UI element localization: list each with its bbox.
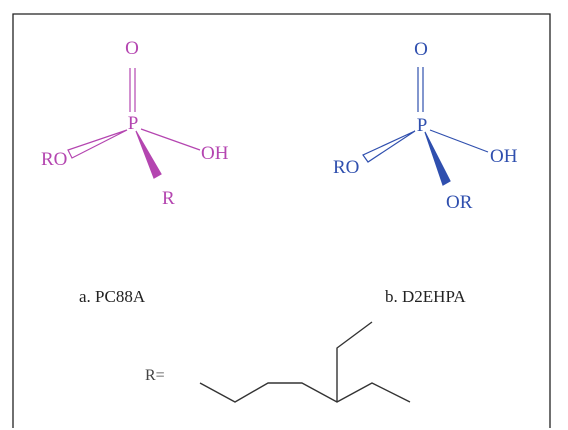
pc88a-alkyl-label: R — [162, 188, 175, 209]
pc88a-wedge-bond-r — [135, 130, 162, 179]
pc88a-oxygen-label: O — [125, 38, 139, 59]
d2ehpa-alkoxy-label: RO — [333, 157, 359, 178]
pc88a-atom-labels: O P RO OH R — [41, 38, 229, 209]
d2ehpa-hydroxyl-label: OH — [490, 146, 518, 167]
d2ehpa-bond-oh — [429, 129, 489, 153]
d2ehpa-structure — [362, 67, 489, 186]
d2ehpa-alkoxy2-label: OR — [446, 192, 473, 213]
d2ehpa-oxygen-label: O — [414, 39, 428, 60]
pc88a-hydroxyl-label: OH — [201, 143, 229, 164]
pc88a-structure — [67, 68, 201, 179]
pc88a-caption: a. PC88A — [79, 287, 146, 306]
d2ehpa-caption: b. D2EHPA — [385, 287, 466, 306]
r-group-ethyl-branch — [336, 321, 373, 402]
d2ehpa-wedge-bond-or — [424, 131, 451, 186]
pc88a-alkoxy-label: RO — [41, 149, 67, 170]
r-group-label: R= — [145, 367, 165, 384]
pc88a-bond-oh — [140, 128, 201, 151]
figure-frame — [12, 13, 551, 428]
r-group-skeleton — [199, 321, 411, 403]
pc88a-hashed-bond-ro — [67, 129, 128, 159]
r-group-main-chain — [199, 382, 411, 403]
d2ehpa-atom-labels: O P RO OH OR — [333, 39, 518, 213]
captions: a. PC88A b. D2EHPA — [79, 287, 466, 306]
d2ehpa-phosphorus-label: P — [417, 115, 428, 136]
d2ehpa-hashed-bond-ro — [362, 130, 416, 163]
pc88a-phosphorus-label: P — [128, 113, 139, 134]
